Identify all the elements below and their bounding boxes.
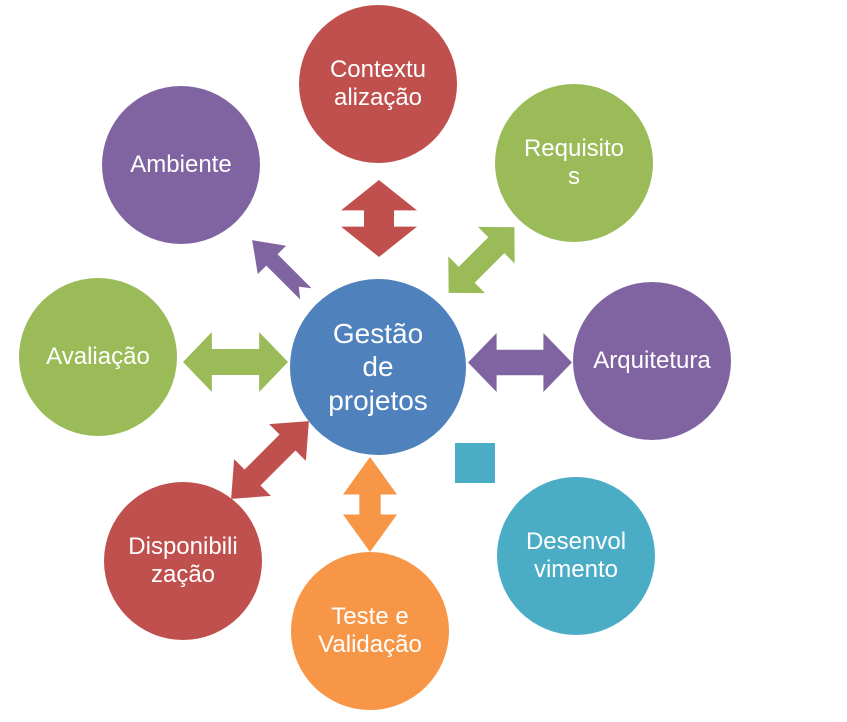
connector-double-arrow-horizontal-icon	[183, 332, 288, 392]
node-circle-teste-validacao: Teste e Validação	[291, 552, 449, 710]
node-circle-disponibilizacao: Disponibili zação	[104, 482, 262, 640]
node-circle-requisitos: Requisito s	[495, 84, 653, 242]
connector-single-arrow-notched-icon	[238, 226, 320, 308]
node-label: Avaliação	[46, 342, 150, 370]
connector-double-arrow-horizontal-icon	[468, 333, 572, 392]
node-label: Disponibili zação	[128, 532, 238, 588]
node-label: Ambiente	[130, 150, 232, 178]
node-circle-avaliacao: Avaliação	[19, 278, 177, 436]
node-label: Requisito s	[523, 134, 625, 190]
node-circle-contextualizacao: Contextu alização	[299, 5, 457, 163]
node-label: Teste e Validação	[318, 602, 422, 658]
connector-double-arrow-diagonal-icon	[213, 403, 328, 518]
node-circle-desenvolvimento: Desenvol vimento	[497, 477, 655, 635]
node-circle-arquitetura: Arquitetura	[573, 282, 731, 440]
node-circle-ambiente: Ambiente	[102, 86, 260, 244]
node-label: Desenvol vimento	[525, 527, 627, 583]
connector-double-arrow-diagonal-icon	[430, 209, 533, 312]
hub-label: Gestão de projetos	[328, 317, 428, 416]
connector-double-arrow-vertical-icon	[343, 457, 397, 552]
node-label: Arquitetura	[593, 346, 711, 374]
node-label: Contextu alização	[329, 55, 427, 111]
connector-square-icon	[455, 443, 495, 483]
connector-double-arrow-vertical-icon	[341, 180, 417, 257]
hub-circle-gestao-de-projetos: Gestão de projetos	[290, 279, 466, 455]
